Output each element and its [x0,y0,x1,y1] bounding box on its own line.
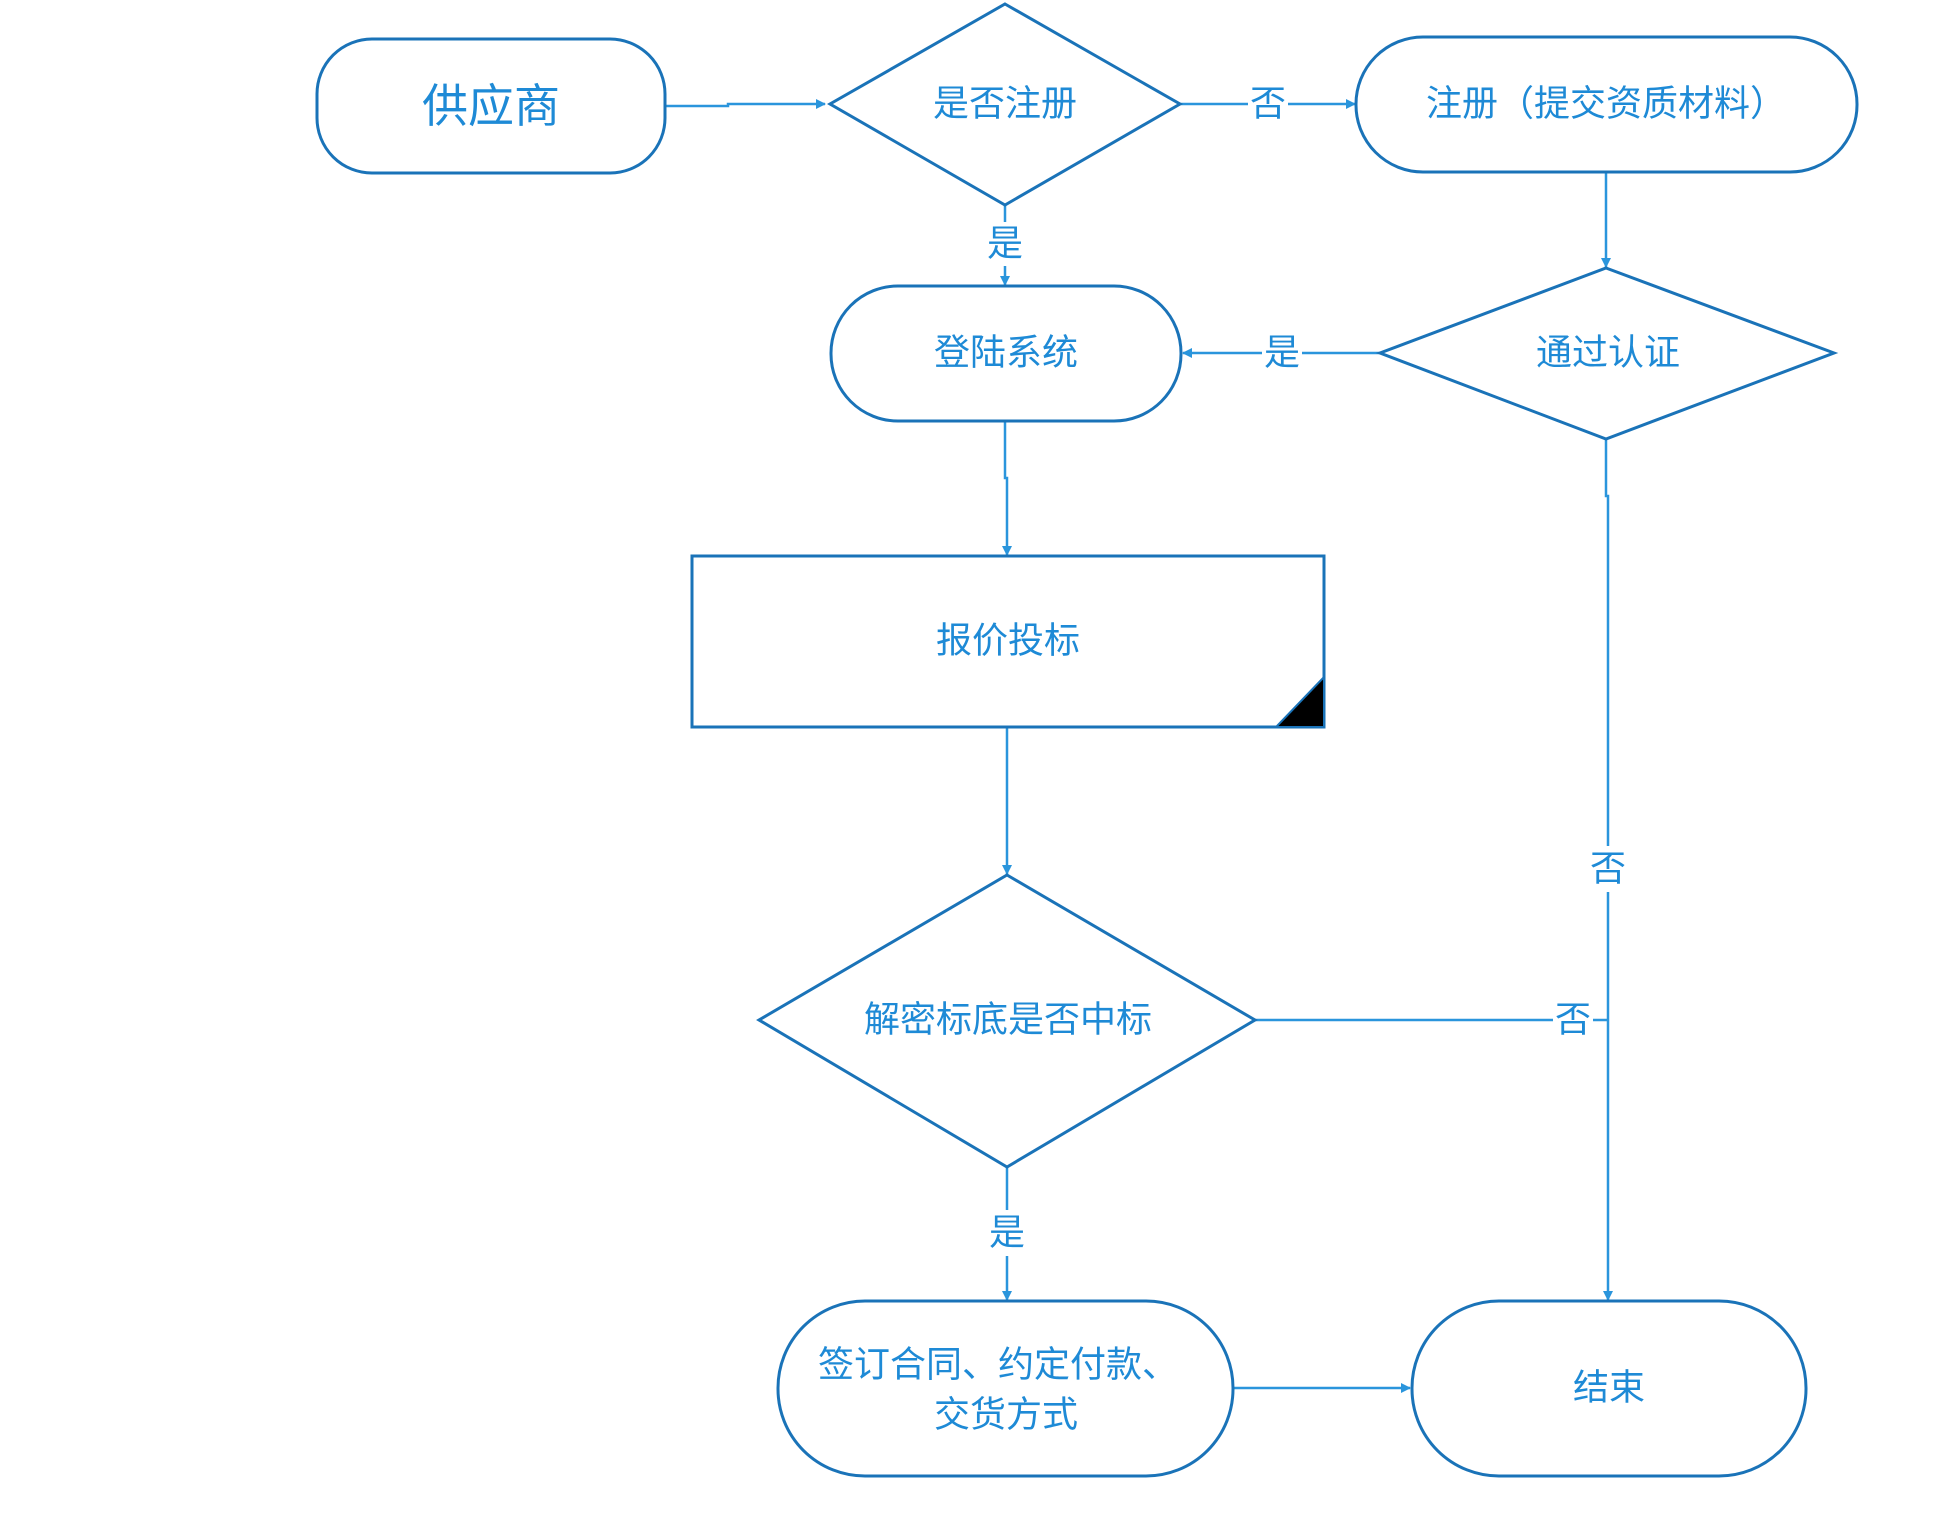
node-register: 注册（提交资质材料） [1354,35,1859,174]
edge-labels: 否 是 是 否 否 是 [985,82,1628,1256]
edge-certification-to-end [1603,439,1613,1301]
node-supplier-label: 供应商 [422,79,560,133]
edge-label-certified-no: 否 [1590,849,1626,890]
node-login: 登陆系统 [829,284,1183,423]
node-decrypt-bid-label: 解密标底是否中标 [864,1000,1152,1041]
edge-label-bid-no: 否 [1555,1000,1591,1041]
edge-label-registered-no: 否 [1250,84,1286,125]
node-login-label: 登陆系统 [934,333,1078,374]
node-sign-contract-label-line2: 交货方式 [934,1395,1078,1436]
node-register-label: 注册（提交资质材料） [1426,84,1786,125]
node-end-label: 结束 [1573,1368,1645,1409]
edge-label-certified-yes: 是 [1264,333,1300,374]
node-sign-contract: 签订合同、约定付款、 交货方式 [776,1299,1235,1478]
node-decrypt-bid: 解密标底是否中标 [756,873,1258,1169]
node-quote-bid-corner-marker [1273,674,1325,728]
edge-label-registered-yes: 是 [987,224,1023,265]
node-pass-certification: 通过认证 [1375,266,1839,441]
node-quote-bid-label: 报价投标 [936,621,1080,662]
edge-login-to-quote-bid [1002,421,1012,556]
node-is-registered-label: 是否注册 [933,84,1077,125]
node-supplier: 供应商 [315,37,667,175]
edge-label-bid-yes: 是 [989,1213,1025,1254]
node-end: 结束 [1410,1299,1808,1478]
node-quote-bid: 报价投标 [690,554,1326,729]
node-pass-certification-label: 通过认证 [1536,333,1680,374]
edge-supplier-to-is-registered [665,99,826,109]
node-is-registered: 是否注册 [826,2,1184,207]
node-sign-contract-label-line1: 签订合同、约定付款、 [818,1345,1178,1386]
